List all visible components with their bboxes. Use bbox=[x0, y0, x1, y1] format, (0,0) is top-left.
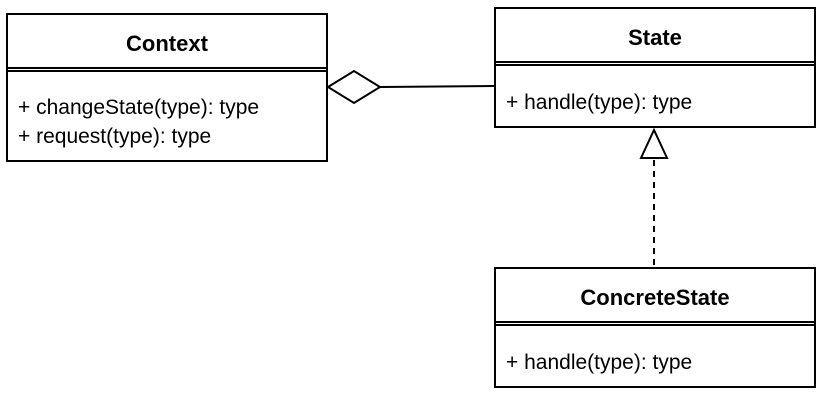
aggregation-diamond-icon bbox=[326, 69, 382, 105]
method-list: + changeState(type): type + request(type… bbox=[18, 93, 259, 151]
class-divider bbox=[496, 321, 814, 326]
context-class[interactable]: Context + changeState(type): type + requ… bbox=[6, 13, 328, 162]
method-item: + request(type): type bbox=[18, 125, 212, 148]
class-name: State bbox=[628, 25, 682, 50]
method-item: + handle(type): type bbox=[506, 91, 693, 114]
aggregation-line bbox=[379, 85, 496, 88]
class-name: Context bbox=[126, 31, 208, 56]
method-list: + handle(type): type bbox=[506, 348, 692, 377]
method-item: + changeState(type): type bbox=[18, 96, 260, 119]
class-divider bbox=[496, 61, 814, 66]
class-name: ConcreteState bbox=[580, 285, 730, 310]
state-class[interactable]: State + handle(type): type bbox=[494, 7, 816, 128]
class-divider bbox=[8, 67, 326, 72]
realization-triangle-icon bbox=[639, 127, 669, 159]
method-item: + handle(type): type bbox=[506, 351, 693, 374]
concrete-state-class[interactable]: ConcreteState + handle(type): type bbox=[494, 267, 816, 388]
method-list: + handle(type): type bbox=[506, 88, 692, 117]
